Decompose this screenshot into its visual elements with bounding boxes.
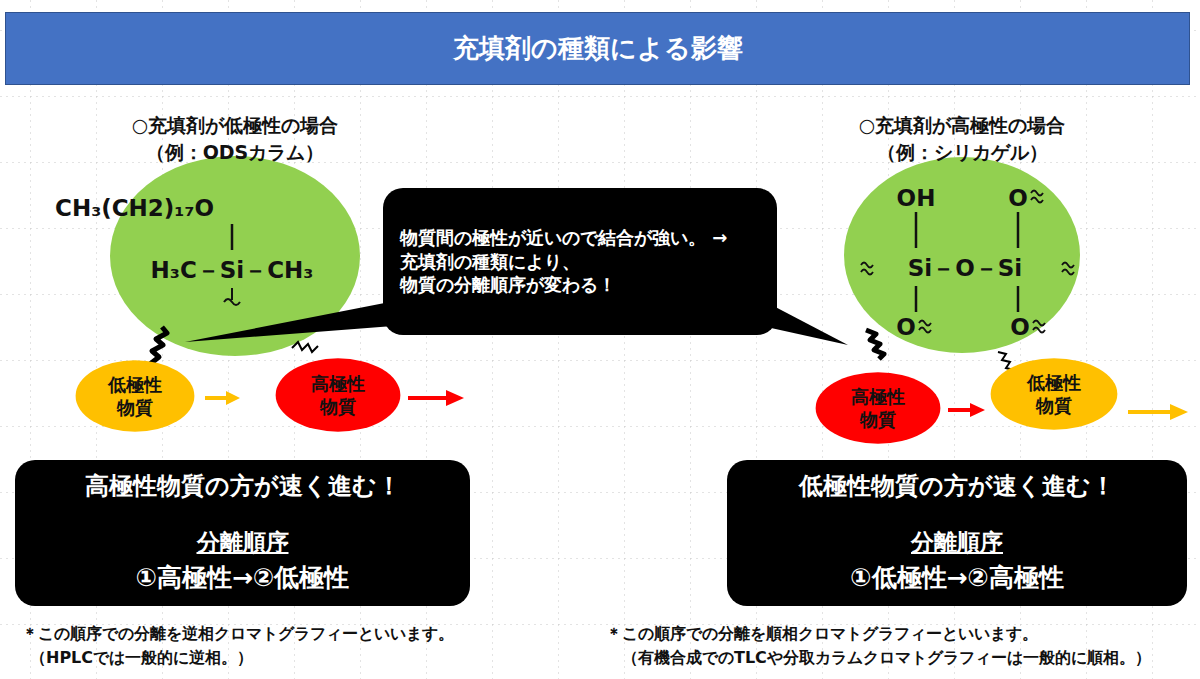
- title: 充填剤の種類による影響: [453, 31, 743, 66]
- ellipse-fill: [816, 372, 941, 443]
- node-text: 高極性 物質: [845, 385, 911, 432]
- wavy-bond: [1062, 263, 1074, 275]
- callout-bubble: 物質間の極性が近いので結合が強い。 →充填剤の種類により、 物質の分離順序が変わ…: [383, 188, 777, 335]
- motion-arrow: [226, 391, 240, 405]
- heading: ○充填剤が低極性の場合: [132, 113, 339, 139]
- ellipse-fill: [76, 360, 195, 431]
- ellipse-fill: [991, 358, 1118, 429]
- packing-circle: [844, 157, 1080, 353]
- node-text: 分離順序: [911, 528, 1003, 558]
- wavy-bond: [861, 263, 873, 275]
- formula: O: [1010, 314, 1030, 340]
- bond: [231, 288, 233, 300]
- strong-bond: [866, 330, 884, 359]
- motion-arrow: [1170, 404, 1188, 420]
- wavy-bond: [919, 321, 931, 333]
- footnote: ＊この順序での分離を逆相クロマトグラフィーといいます。: [22, 624, 454, 645]
- node-text: 低極性 物質: [102, 373, 168, 420]
- motion-arrow: [970, 403, 985, 417]
- strong-bond: [150, 327, 167, 364]
- formula: O: [896, 314, 916, 340]
- wavy-bond: [1031, 191, 1043, 203]
- ellipse-shape: [815, 372, 941, 444]
- motion-arrow: [205, 396, 228, 400]
- motion-arrow: [1128, 410, 1172, 414]
- node-text: 低極性物質の方が速く進む！: [799, 471, 1115, 502]
- heading: （例：シリカゲル）: [877, 140, 1048, 166]
- ellipse-shape: [990, 358, 1118, 430]
- result-box: 低極性物質の方が速く進む！ 分離順序 ①低極性→②高極性: [727, 460, 1187, 606]
- motion-arrow: [948, 408, 972, 412]
- wavy-bond: [1033, 321, 1045, 333]
- bond: [1017, 286, 1020, 312]
- substance-ellipse: 高極性 物質: [275, 358, 401, 432]
- result-box: 高極性物質の方が速く進む！ 分離順序 ①高極性→②低極性: [15, 460, 470, 606]
- title-band: 充填剤の種類による影響: [5, 12, 1190, 85]
- ellipse-shape: [75, 360, 195, 432]
- node-text: 高極性物質の方が速く進む！: [85, 471, 401, 502]
- weak-bond: [292, 342, 318, 352]
- wavy-bond: [224, 299, 240, 305]
- formula: OH: [897, 185, 936, 211]
- formula: CH₃(CH2)₁₇O: [55, 195, 214, 221]
- node-text: 物質間の極性が近いので結合が強い。 →充填剤の種類により、 物質の分離順序が変わ…: [400, 226, 760, 296]
- ellipse-fill: [276, 358, 401, 431]
- heading: （例：ODSカラム）: [146, 140, 325, 166]
- bond: [1017, 212, 1020, 248]
- motion-arrow: [408, 396, 448, 400]
- formula: O: [1008, 185, 1028, 211]
- node-text: ①高極性→②低極性: [136, 562, 349, 595]
- bond: [231, 224, 234, 250]
- substance-ellipse: 低極性 物質: [990, 358, 1118, 430]
- footnote: （HPLCでは一般的に逆相。）: [30, 648, 253, 669]
- footnote: ＊この順序での分離を順相クロマトグラフィーといいます。: [606, 624, 1038, 645]
- node-text: ①低極性→②高極性: [850, 562, 1063, 595]
- footnote: （有機合成でのTLCや分取カラムクロマトグラフィーは一般的に順相。）: [622, 648, 1151, 669]
- motion-arrow: [446, 390, 464, 406]
- formula: Si－O－Si: [908, 253, 1022, 284]
- node-text: 高極性 物質: [305, 372, 371, 419]
- ellipse-shape: [275, 358, 401, 432]
- node-text: 低極性 物質: [1021, 371, 1087, 418]
- heading: ○充填剤が高極性の場合: [859, 113, 1066, 139]
- substance-ellipse: 低極性 物質: [75, 360, 195, 432]
- node-text: 分離順序: [197, 528, 289, 558]
- bond: [915, 286, 918, 312]
- bond: [915, 212, 918, 248]
- formula: H₃C－Si－CH₃: [151, 255, 314, 286]
- substance-ellipse: 高極性 物質: [815, 372, 941, 444]
